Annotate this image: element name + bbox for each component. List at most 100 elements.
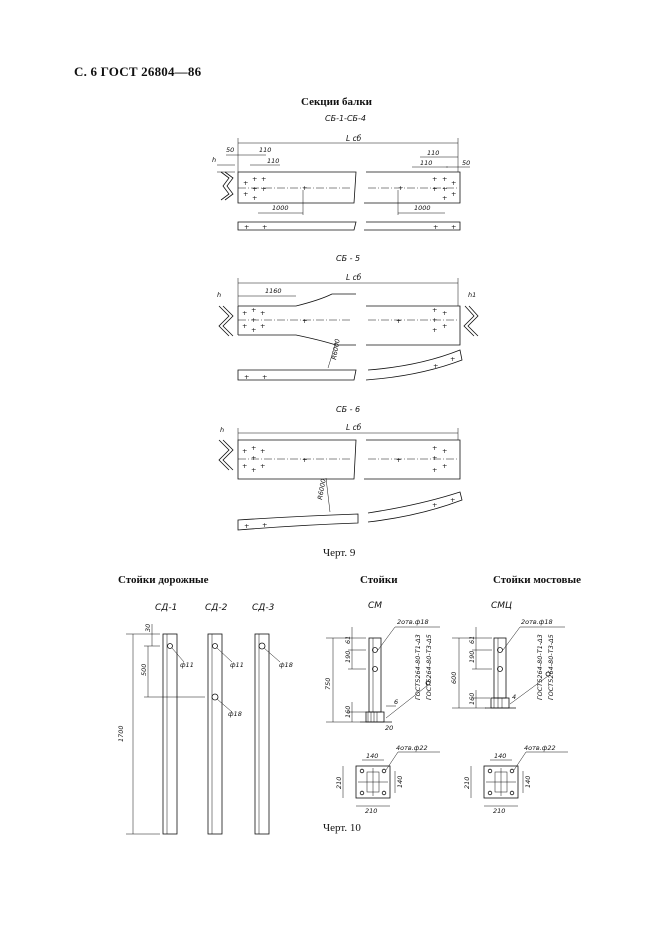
group-title-road: Стойки дорожные bbox=[118, 574, 209, 586]
plan-holes-label: 4отв.ф22 bbox=[396, 744, 428, 752]
post-label: СД-2 bbox=[205, 603, 228, 613]
svg-text:+: + bbox=[396, 317, 401, 325]
svg-text:+: + bbox=[302, 184, 307, 192]
svg-text:+: + bbox=[261, 175, 266, 183]
svg-text:+: + bbox=[451, 223, 456, 231]
length-label: L сб bbox=[346, 423, 362, 432]
svg-text:+: + bbox=[244, 522, 249, 530]
svg-text:+: + bbox=[450, 496, 455, 504]
dim: 20 bbox=[385, 724, 393, 732]
height-label: h bbox=[212, 156, 216, 164]
svg-text:+: + bbox=[251, 306, 256, 314]
svg-text:+: + bbox=[442, 447, 447, 455]
svg-text:+: + bbox=[242, 309, 247, 317]
weld-label-2: ГОСТ5264-80-Т1-Δ3 bbox=[536, 634, 544, 700]
svg-text:+: + bbox=[243, 179, 248, 187]
section-label-sb6: СБ - 6 bbox=[336, 405, 361, 414]
dim: 140 bbox=[366, 752, 378, 760]
svg-text:+: + bbox=[260, 309, 265, 317]
dim: 500 bbox=[140, 664, 148, 676]
post-sm: СМ 2отв.ф18 ГОСТ5264-80-Т3-Δ5 ГОСТ5264-8… bbox=[324, 601, 440, 815]
svg-text:+: + bbox=[302, 456, 307, 464]
svg-text:+: + bbox=[251, 444, 256, 452]
section-label-sb1-4: СБ-1-СБ-4 bbox=[325, 114, 366, 123]
dim: 140 bbox=[524, 776, 532, 788]
svg-text:+: + bbox=[442, 175, 447, 183]
dim: 1000 bbox=[272, 204, 289, 212]
weld-label: ГОСТ5264-80-Т3-Δ5 bbox=[547, 634, 555, 700]
svg-text:+: + bbox=[432, 306, 437, 314]
dim: 110 bbox=[259, 146, 271, 154]
svg-text:+: + bbox=[252, 175, 257, 183]
height-label-2: h1 bbox=[468, 291, 476, 299]
svg-text:+: + bbox=[432, 326, 437, 334]
plan-holes-label: 4отв.ф22 bbox=[524, 744, 556, 752]
svg-text:+: + bbox=[396, 456, 401, 464]
group-title-bridge: Стойки мостовые bbox=[493, 574, 581, 586]
svg-text:+: + bbox=[442, 185, 447, 193]
svg-text:+: + bbox=[302, 317, 307, 325]
post-label: СМ bbox=[368, 601, 382, 611]
svg-text:+: + bbox=[251, 466, 256, 474]
length-label: L сб bbox=[346, 273, 362, 282]
svg-text:+: + bbox=[251, 316, 256, 324]
height-label: h bbox=[217, 291, 221, 299]
mark: 4 bbox=[512, 693, 516, 701]
dim: 110 bbox=[420, 159, 432, 167]
beam-sb6: L сб ++ +++ ++ ++ +++ ++ h R6000 ++ ++ bbox=[218, 423, 463, 531]
dim: 190 bbox=[344, 651, 352, 663]
svg-text:+: + bbox=[244, 373, 249, 381]
svg-text:+: + bbox=[451, 179, 456, 187]
dim: 1160 bbox=[265, 287, 282, 295]
dim: 50 bbox=[226, 146, 234, 154]
road-posts: СД-1 СД-2 СД-3 ф11 ф11 ф18 ф18 1700 500 … bbox=[117, 603, 293, 835]
svg-text:+: + bbox=[242, 322, 247, 330]
radius-label: R6000 bbox=[330, 338, 342, 360]
svg-text:+: + bbox=[262, 223, 267, 231]
height-label: h bbox=[220, 426, 224, 434]
dim: 210 bbox=[463, 777, 471, 789]
dim: 210 bbox=[493, 807, 505, 815]
svg-text:+: + bbox=[451, 190, 456, 198]
svg-text:+: + bbox=[251, 326, 256, 334]
section-label-sb5: СБ - 5 bbox=[336, 254, 361, 263]
post-label: СМЦ bbox=[491, 601, 512, 611]
fig10-caption: Черт. 10 bbox=[323, 822, 361, 834]
post-smc: СМЦ 2отв.ф18 ГОСТ5264-80-Т3-Δ5 ГОСТ5264-… bbox=[450, 601, 568, 815]
svg-text:+: + bbox=[432, 316, 437, 324]
dim: 50 bbox=[462, 159, 470, 167]
svg-text:+: + bbox=[442, 322, 447, 330]
svg-text:+: + bbox=[450, 355, 455, 363]
svg-text:+: + bbox=[260, 322, 265, 330]
dim: 61 bbox=[344, 636, 352, 644]
svg-text:+: + bbox=[432, 185, 437, 193]
dim: 61 bbox=[468, 636, 476, 644]
svg-text:+: + bbox=[433, 362, 438, 370]
dim: 750 bbox=[324, 678, 332, 690]
dim: 110 bbox=[427, 149, 439, 157]
dim: 210 bbox=[365, 807, 377, 815]
dim: 110 bbox=[267, 157, 279, 165]
dim: 1700 bbox=[117, 725, 125, 742]
dim: 160 bbox=[468, 693, 476, 705]
radius-label: R6000 bbox=[316, 478, 328, 500]
svg-text:+: + bbox=[432, 501, 437, 509]
fig9-title: Секции балки bbox=[301, 96, 373, 108]
beam-sb1-4: L сб 50 110 110 110 110 50 ++ +++ ++ + +… bbox=[212, 134, 470, 231]
hole-label: ф11 bbox=[230, 661, 244, 669]
svg-text:+: + bbox=[243, 190, 248, 198]
svg-text:+: + bbox=[260, 462, 265, 470]
dim: 600 bbox=[450, 672, 458, 684]
svg-text:+: + bbox=[432, 175, 437, 183]
group-title-posts: Стойки bbox=[360, 574, 398, 586]
svg-text:+: + bbox=[442, 462, 447, 470]
beam-sb5: L сб 1160 + + + + + + + + + + + + + + h h1 R6000… bbox=[217, 273, 479, 381]
svg-text:+: + bbox=[442, 194, 447, 202]
dim: 210 bbox=[335, 777, 343, 789]
fig9-caption: Черт. 9 bbox=[323, 547, 356, 559]
holes-label: 2отв.ф18 bbox=[397, 618, 429, 626]
svg-text:+: + bbox=[262, 521, 267, 529]
page-header: С. 6 ГОСТ 26804—86 bbox=[74, 64, 202, 79]
dim: 140 bbox=[494, 752, 506, 760]
